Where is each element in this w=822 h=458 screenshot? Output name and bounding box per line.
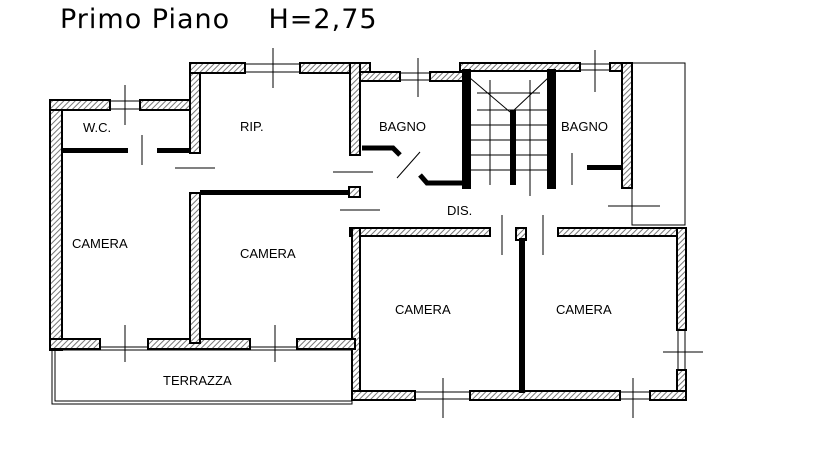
room-label-rip: RIP. [240,119,264,134]
room-label-camera-1: CAMERA [72,236,128,251]
room-label-camera-4: CAMERA [556,302,612,317]
exterior-walls [49,62,687,401]
windows-and-lines [51,48,703,418]
room-label-bagno-2: BAGNO [561,119,608,134]
room-label-dis: DIS. [447,203,472,218]
room-label-camera-2: CAMERA [240,246,296,261]
room-label-bagno-1: BAGNO [379,119,426,134]
room-label-wc: W.C. [83,120,111,135]
room-label-camera-3: CAMERA [395,302,451,317]
room-label-terrazza: TERRAZZA [163,373,232,388]
plan-title: Primo Piano H=2,75 [60,4,378,35]
interior-walls [62,110,622,393]
